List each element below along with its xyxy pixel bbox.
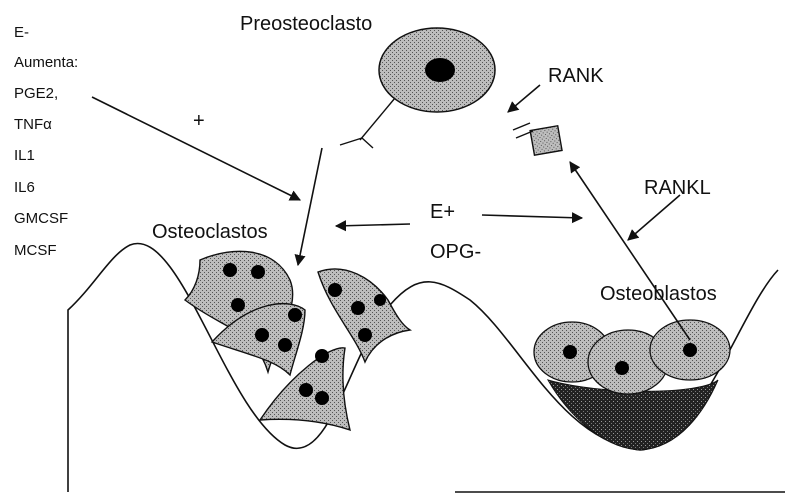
label-preosteoclasto: Preosteoclasto bbox=[240, 13, 372, 35]
label-e-plus: E+ bbox=[430, 201, 455, 223]
rank-receptor bbox=[513, 123, 562, 155]
factor-il6: IL6 bbox=[14, 179, 35, 196]
label-rank: RANK bbox=[548, 65, 604, 87]
factor-gmcsf: GMCSF bbox=[14, 210, 68, 227]
factor-il1: IL1 bbox=[14, 147, 35, 164]
arrow-rank-pointer bbox=[508, 85, 540, 112]
arrow-preosteoclast-to-osteoclasts bbox=[298, 148, 322, 265]
preosteoclast-cell bbox=[379, 28, 495, 112]
factor-e-minus: E- bbox=[14, 24, 29, 41]
label-osteoclastos: Osteoclastos bbox=[152, 221, 268, 243]
factor-pge2: PGE2, bbox=[14, 85, 58, 102]
label-opg-minus: OPG- bbox=[430, 241, 481, 263]
arrow-rankl-pointer bbox=[628, 195, 680, 240]
label-osteoblastos: Osteoblastos bbox=[600, 283, 717, 305]
osteoclast-cell bbox=[318, 269, 410, 362]
factor-mcsf: MCSF bbox=[14, 242, 57, 259]
label-rankl: RANKL bbox=[644, 177, 711, 199]
osteoblast-cluster bbox=[534, 320, 730, 450]
factor-aumenta: Aumenta: bbox=[14, 54, 78, 71]
plus-sign: + bbox=[193, 110, 205, 132]
factor-tnfa: TNFα bbox=[14, 116, 52, 133]
arrow-to-osteoblastos bbox=[482, 215, 582, 218]
receptor-fork bbox=[340, 98, 395, 148]
arrow-to-osteoclastos bbox=[336, 224, 410, 226]
